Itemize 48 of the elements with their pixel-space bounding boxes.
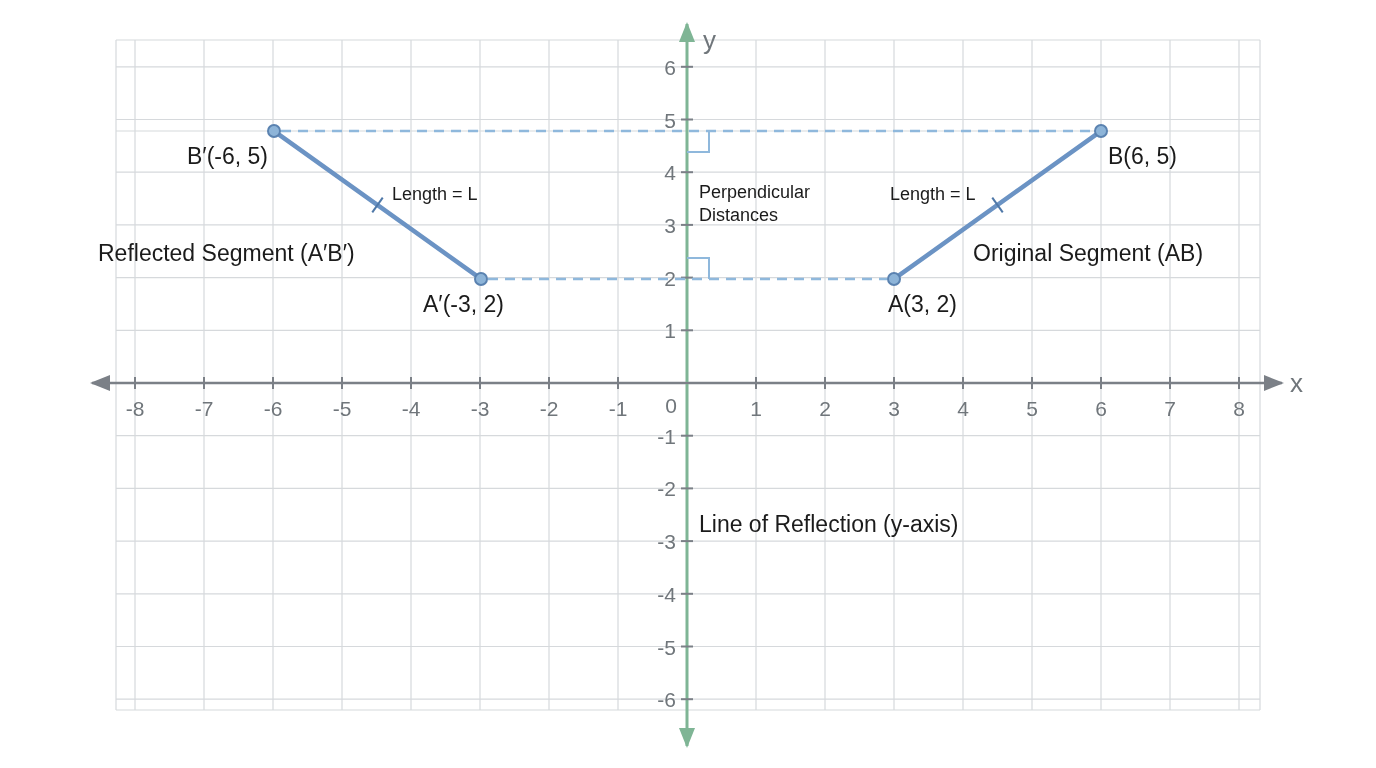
tick-label: -2 — [657, 477, 676, 499]
tick-label: 5 — [664, 109, 676, 130]
tick-label: -7 — [194, 397, 214, 419]
segment-caption: Reflected Segment (A′B′) — [98, 241, 355, 265]
tick-label: 3 — [888, 397, 900, 419]
tick-label: -6 — [657, 688, 676, 710]
point-marker — [267, 124, 281, 138]
tick-label: -4 — [657, 583, 676, 605]
tick-label: 3 — [664, 214, 676, 236]
point-label: B(6, 5) — [1108, 145, 1178, 168]
tick-label: 1 — [664, 319, 676, 341]
line-segment — [897, 132, 1098, 278]
tick-label: -1 — [657, 425, 676, 447]
tick-label: -6 — [263, 397, 283, 419]
tick-label: 2 — [664, 267, 676, 289]
axis-label: x — [1290, 370, 1303, 396]
tick-label: -3 — [470, 397, 490, 419]
tick-label: 2 — [819, 397, 831, 419]
segment-caption: Original Segment (AB) — [973, 241, 1204, 265]
tick-label: 4 — [664, 161, 676, 183]
tick-label: 0 — [665, 394, 677, 416]
tick-label: 6 — [664, 56, 676, 78]
length-label: Length = L — [890, 182, 976, 206]
tick-label: 4 — [957, 397, 969, 419]
tick-label: 7 — [1164, 397, 1176, 419]
tick-label: 1 — [750, 397, 762, 419]
tick-label: -3 — [657, 530, 676, 552]
tick-label: -5 — [332, 397, 352, 419]
tick-label: 6 — [1095, 397, 1107, 419]
tick-label: -2 — [539, 397, 559, 419]
point-label: A(3, 2) — [888, 293, 958, 316]
point-marker — [1094, 124, 1108, 138]
tick-label: -8 — [125, 397, 145, 419]
line-segment — [277, 132, 478, 278]
length-label: Length = L — [392, 182, 478, 206]
annotation-text: Perpendicular Distances — [699, 180, 812, 226]
point-label: A′(-3, 2) — [423, 293, 504, 316]
tick-label: -4 — [401, 397, 421, 419]
point-marker — [887, 272, 901, 286]
axis-caption: Line of Reflection (y-axis) — [699, 512, 959, 536]
tick-label: 5 — [1026, 397, 1038, 419]
tick-label: -5 — [657, 636, 676, 657]
axis-label: y — [703, 27, 716, 53]
point-label: B′(-6, 5) — [187, 145, 268, 168]
point-marker — [474, 272, 488, 286]
dashed-line — [488, 277, 887, 281]
tick-label: -1 — [608, 397, 628, 419]
tick-label: 8 — [1233, 397, 1245, 419]
